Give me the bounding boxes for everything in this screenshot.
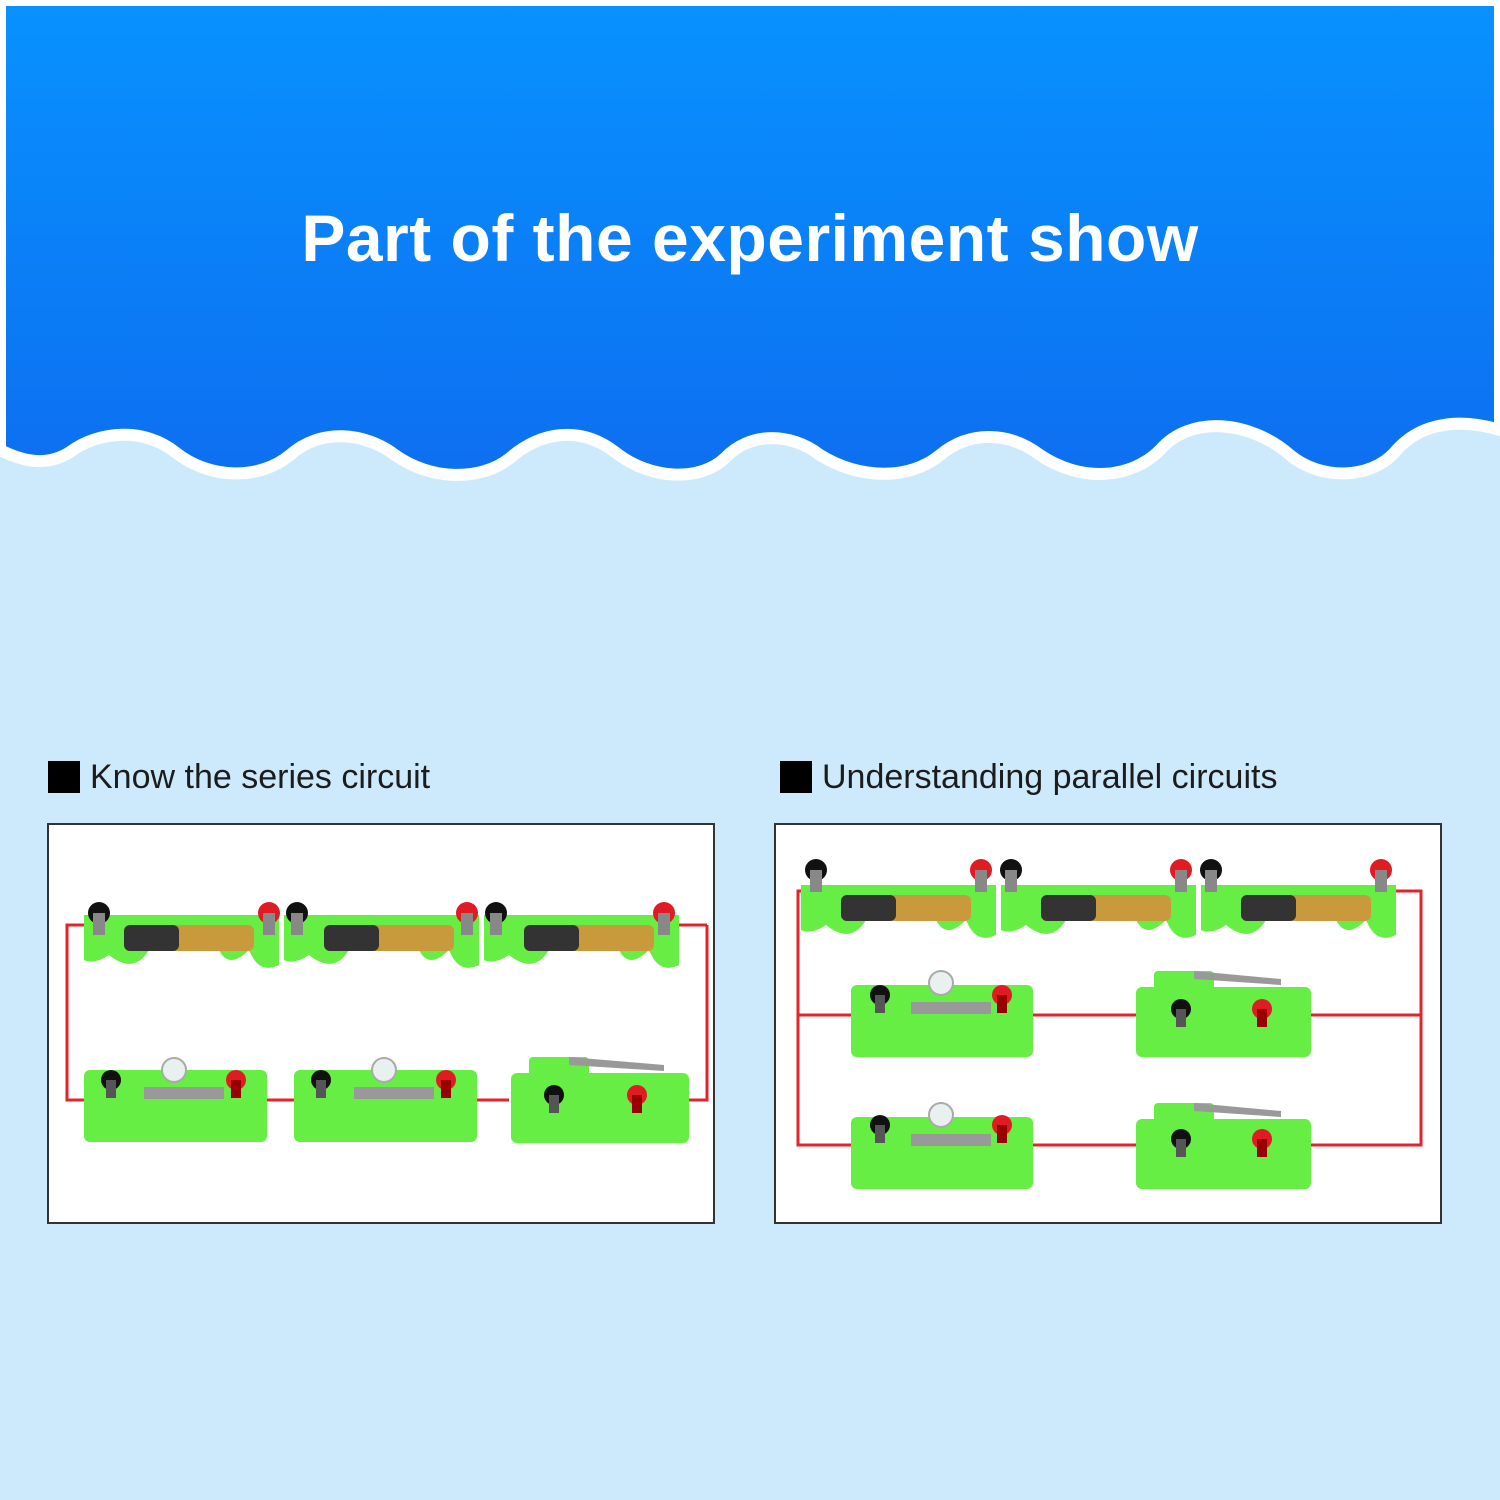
wave-header [0,0,1500,481]
page-title: Part of the experiment show [301,201,1199,275]
series-label-text: Know the series circuit [90,757,431,796]
section-label-parallel: Understanding parallel circuits [780,757,1277,797]
battery-holder-icon [284,902,479,968]
bulb-icon [294,1057,477,1142]
bullet-square-icon [48,761,80,793]
bulb-icon [84,1057,267,1142]
wire [689,925,709,1102]
wire [1306,889,1423,1147]
bulb-icon [851,970,1033,1057]
series-circuit-photo [65,902,709,1143]
section-label-series: Know the series circuit [48,757,430,797]
battery-holder-icon [484,902,679,968]
battery-holder-icon [1000,859,1196,938]
parallel-label-text: Understanding parallel circuits [822,757,1278,796]
battery-holder-icon [84,902,280,968]
parallel-circuit-panel [774,823,1442,1224]
knife-switch-icon [1136,1103,1311,1189]
bulb-icon [851,1102,1033,1189]
bullet-square-icon [780,761,812,793]
knife-switch-icon [1136,971,1311,1057]
series-circuit-panel [47,823,715,1224]
battery-holder-icon [801,859,996,938]
knife-switch-icon [511,1057,689,1143]
parallel-circuit-photo [796,859,1423,1189]
battery-holder-icon [1200,859,1396,938]
